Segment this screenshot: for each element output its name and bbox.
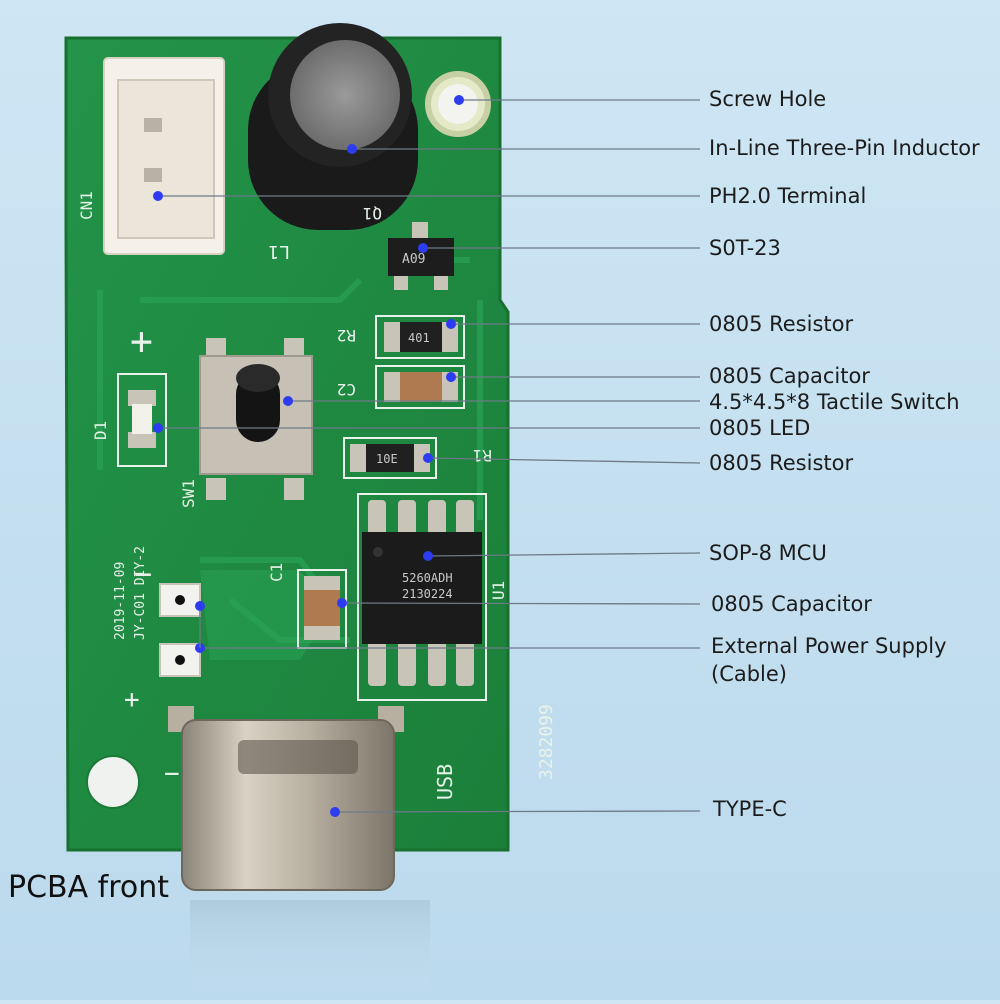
dot-mcu — [423, 551, 433, 561]
resistor-mid-mark: 10E — [376, 452, 398, 466]
dot-led — [153, 423, 163, 433]
silk-c1: C1 — [267, 563, 286, 582]
board-reflection — [190, 900, 430, 1000]
silk-plus-top: + — [130, 319, 153, 363]
label-resistor-mid: 0805 Resistor — [709, 451, 854, 475]
mcu-mark-2: 2130224 — [402, 587, 453, 601]
sot23-mark: A09 — [402, 252, 425, 267]
power-pads — [159, 583, 201, 677]
dot-type-c — [330, 807, 340, 817]
label-capacitor-bottom: 0805 Capacitor — [711, 592, 872, 616]
dot-ext-power-branch — [195, 601, 205, 611]
screw-hole-bottom — [86, 755, 140, 809]
label-screw-hole: Screw Hole — [709, 87, 827, 111]
dot-capacitor-top — [446, 372, 456, 382]
silkscreen: CN1 L1 Q1 R2 C2 D1 SW1 R1 C1 U1 USB 3282… — [77, 191, 557, 800]
caption: PCBA front — [8, 870, 170, 905]
mcu-part: 5260ADH 2130224 — [357, 493, 487, 701]
resistor-mid-part: 10E — [343, 437, 437, 479]
inductor-part — [248, 23, 418, 230]
mcu-mark-1: 5260ADH — [402, 571, 453, 585]
label-led: 0805 LED — [709, 416, 811, 440]
dot-sot23 — [418, 243, 428, 253]
led-part — [117, 373, 167, 467]
leader-type-c — [334, 810, 701, 813]
silk-r1: R1 — [473, 446, 492, 465]
leader-mcu — [427, 552, 701, 557]
dot-ph20-terminal — [153, 191, 163, 201]
silk-cn1: CN1 — [77, 191, 96, 220]
silk-date: 2019-11-09 — [113, 562, 128, 640]
label-mcu: SOP-8 MCU — [709, 541, 827, 565]
label-ph20-terminal: PH2.0 Terminal — [709, 184, 867, 208]
label-sot23: S0T-23 — [709, 236, 781, 260]
dot-capacitor-bottom — [337, 598, 347, 608]
silk-u1: U1 — [489, 581, 508, 600]
dot-resistor-top — [446, 319, 456, 329]
ph20-connector — [103, 57, 225, 255]
silk-minus: − — [134, 557, 152, 592]
silk-r2: R2 — [337, 326, 356, 345]
silk-plus-bottom: + — [124, 685, 140, 715]
leader-capacitor-bottom — [341, 602, 701, 605]
leader-lines — [153, 95, 701, 817]
label-inductor: In-Line Three-Pin Inductor — [709, 136, 980, 160]
tactile-switch-part — [199, 338, 313, 500]
dot-screw-hole — [454, 95, 464, 105]
silk-sw1: SW1 — [179, 479, 198, 508]
silk-l1: L1 — [268, 241, 290, 262]
dot-inductor — [347, 144, 357, 154]
silk-minus-usb: − — [164, 759, 180, 789]
resistor-top-mark: 401 — [408, 331, 430, 345]
dot-resistor-mid — [423, 453, 433, 463]
silk-usb: USB — [433, 764, 457, 800]
silk-q1: Q1 — [363, 204, 382, 223]
resistor-top-part: 401 — [375, 315, 465, 359]
silk-model: JY-C01 DIY-2 — [133, 546, 148, 640]
leader-resistor-mid — [427, 457, 701, 464]
silk-c2: C2 — [337, 380, 356, 399]
label-resistor-top: 0805 Resistor — [709, 312, 854, 336]
label-tactile-switch: 4.5*4.5*8 Tactile Switch — [709, 390, 960, 414]
type-c-part — [168, 706, 404, 891]
dot-tactile-switch — [283, 396, 293, 406]
label-ext-power: External Power Supply (Cable) — [711, 634, 947, 686]
label-type-c: TYPE-C — [713, 797, 787, 821]
silk-d1: D1 — [91, 421, 110, 440]
capacitor-bottom-part — [297, 569, 347, 649]
silk-serial: 3282099 — [536, 704, 557, 780]
label-capacitor-top: 0805 Capacitor — [709, 364, 870, 388]
